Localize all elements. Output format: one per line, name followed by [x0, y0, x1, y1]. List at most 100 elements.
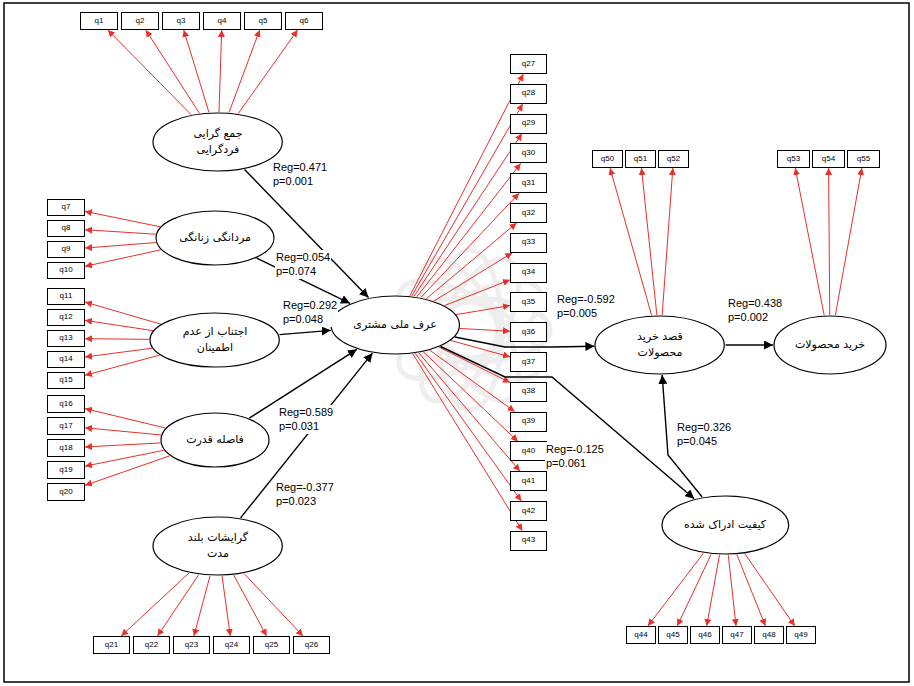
latent-variable: قصد خرید محصولات — [594, 315, 725, 375]
node-text: q17 — [59, 422, 72, 431]
indicator-arrow — [85, 456, 170, 486]
node-text: q1 — [95, 17, 104, 26]
indicator-arrow — [835, 168, 862, 315]
node-text: q10 — [59, 266, 72, 275]
node-text: q4 — [218, 17, 227, 26]
node-text: q51 — [634, 155, 647, 164]
indicator-arrow — [610, 168, 652, 315]
indicator-arrow — [85, 211, 160, 226]
indicator-box: q25 — [253, 636, 290, 654]
indicator-arrow — [662, 168, 673, 315]
node-text: q5 — [259, 17, 268, 26]
indicator-box: q38 — [510, 382, 547, 402]
node-text: q25 — [265, 641, 278, 650]
node-text: q12 — [59, 313, 72, 322]
latent-variable: عرف ملی مشتری — [330, 295, 460, 355]
indicator-arrow — [158, 575, 199, 636]
indicator-arrow — [451, 340, 510, 356]
indicator-arrow — [238, 30, 297, 113]
node-text: کیفیت ادراک شده — [684, 517, 766, 533]
node-text: q43 — [522, 536, 535, 545]
indicator-arrow — [445, 280, 510, 306]
indicator-box: q51 — [625, 150, 656, 168]
path-coefficient: Reg=0.438 p=0.002 — [727, 296, 783, 325]
indicator-arrow — [456, 306, 510, 315]
indicator-arrow — [85, 409, 165, 428]
indicator-box: q13 — [47, 330, 85, 347]
indicator-arrow — [85, 348, 152, 357]
node-text: جمع گرایی فردگرایی — [176, 126, 260, 158]
indicator-box: q19 — [47, 461, 85, 479]
indicator-box: q35 — [510, 292, 547, 312]
indicator-arrow — [728, 555, 736, 626]
indicator-box: q40 — [510, 441, 547, 461]
node-text: q49 — [794, 631, 807, 640]
indicator-box: q52 — [658, 150, 689, 168]
indicator-box: q15 — [47, 372, 85, 389]
node-text: q39 — [522, 417, 535, 426]
node-text: q29 — [522, 119, 535, 128]
path-coefficient: Reg=0.471 p=0.001 — [272, 160, 328, 189]
latent-variable: گرایشات بلند مدت — [152, 516, 283, 576]
indicator-box: q17 — [47, 417, 85, 435]
indicator-arrow — [85, 250, 161, 266]
indicator-arrow — [410, 74, 523, 296]
node-text: q18 — [59, 444, 72, 453]
indicator-box: q26 — [293, 636, 330, 654]
node-text: q7 — [62, 203, 71, 212]
indicator-box: q44 — [626, 626, 656, 644]
indicator-arrow — [219, 30, 222, 112]
node-text: اجتناب از عدم اطمینان — [173, 324, 257, 356]
node-text: عرف ملی مشتری — [353, 317, 436, 333]
node-text: q11 — [60, 292, 73, 301]
indicator-arrow — [222, 576, 230, 636]
node-text: q55 — [857, 155, 870, 164]
path-coefficient: Reg=0.292 p=0.048 — [282, 298, 338, 327]
node-text: q9 — [62, 245, 71, 254]
node-text: q15 — [59, 376, 72, 385]
path-arrow — [726, 344, 773, 345]
node-text: q35 — [522, 298, 535, 307]
indicator-box: q24 — [213, 636, 250, 654]
node-text: q2 — [136, 17, 145, 26]
node-text: q6 — [300, 17, 309, 26]
indicator-box: q36 — [510, 322, 547, 342]
node-text: q8 — [62, 224, 71, 233]
indicator-box: q41 — [510, 471, 547, 491]
node-text: q48 — [762, 631, 775, 640]
latent-variable: جمع گرایی فردگرایی — [152, 112, 283, 172]
node-text: q24 — [225, 641, 238, 650]
node-text: q37 — [522, 358, 535, 367]
node-text: q28 — [522, 89, 535, 98]
node-text: q36 — [522, 328, 535, 337]
latent-variable: کیفیت ادراک شده — [661, 495, 790, 555]
ellipse-outline — [594, 315, 725, 375]
node-text: قصد خرید محصولات — [618, 329, 702, 361]
ellipse-outline — [152, 516, 283, 576]
indicator-arrow — [707, 555, 720, 626]
node-text: q31 — [522, 179, 535, 188]
indicator-box: q31 — [510, 173, 547, 193]
indicator-arrow — [737, 554, 766, 626]
indicator-box: q46 — [690, 626, 720, 644]
indicator-box: q33 — [510, 233, 547, 253]
path-coefficient: Reg=0.589 p=0.031 — [278, 405, 334, 434]
indicator-box: q10 — [47, 262, 85, 279]
indicator-box: q28 — [510, 84, 547, 104]
indicator-box: q1 — [80, 12, 118, 30]
node-text: خرید محصولات — [795, 337, 865, 353]
indicator-arrow — [426, 223, 516, 299]
path-coefficient: Reg=0.326 p=0.045 — [676, 420, 732, 449]
indicator-box: q50 — [592, 150, 623, 168]
frame-border — [4, 3, 909, 682]
indicator-box: q20 — [47, 483, 85, 501]
indicator-arrow — [417, 163, 521, 296]
indicator-box: q37 — [510, 352, 547, 372]
indicator-box: q55 — [847, 150, 880, 168]
indicator-arrow — [234, 575, 267, 636]
indicator-box: q47 — [722, 626, 752, 644]
node-text: q54 — [822, 155, 835, 164]
indicator-box: q8 — [47, 220, 85, 237]
indicator-box: q29 — [510, 114, 547, 134]
indicator-box: q12 — [47, 309, 85, 326]
